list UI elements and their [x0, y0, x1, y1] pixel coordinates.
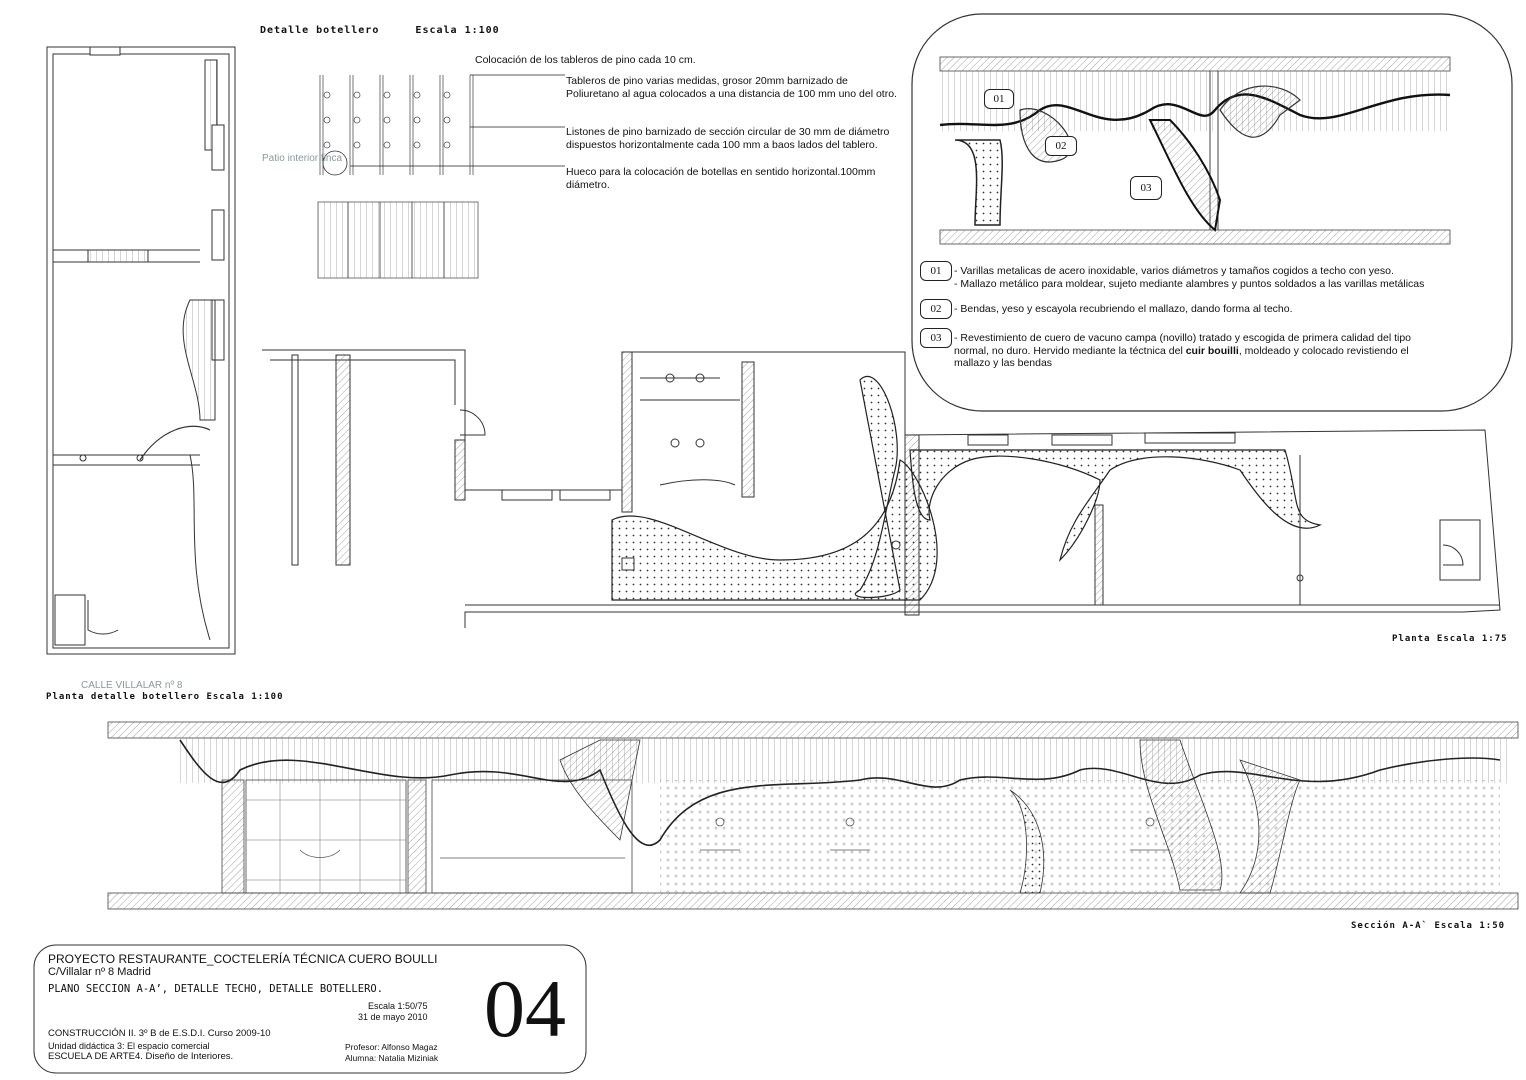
note-listones: Listones de pino barnizado de sección ci…	[566, 126, 890, 151]
construccion-line: CONSTRUCCIÓN II. 3º B de E.S.D.I. Curso …	[48, 1028, 271, 1039]
patio-label: Patio interior finca	[262, 153, 343, 164]
profesor-line: Profesor: Alfonso Magaz	[345, 1042, 438, 1052]
title-block-frame	[33, 944, 587, 1074]
legend-text-01: - Varillas metalicas de acero inoxidable…	[954, 265, 1494, 290]
botellero-leader-lines	[350, 74, 565, 167]
project-title: PROYECTO RESTAURANTE_COCTELERÍA TÉCNICA …	[48, 952, 438, 966]
calle-label: CALLE VILLALAR nº 8	[81, 680, 183, 691]
botellero-scale: Escala 1:100	[415, 25, 500, 36]
seccion-title: Sección A-A` Escala 1:50	[1351, 921, 1506, 931]
alumna-line: Alumna: Natalia Miziniak	[345, 1053, 439, 1063]
section-aa	[107, 721, 1519, 910]
note-hueco: Hueco para la colocación de botellas en …	[566, 166, 876, 191]
escala-value: Escala 1:50/75	[368, 1001, 428, 1011]
legend-code-01: 01	[920, 261, 952, 281]
legend-text-03: - Revestimiento de cuero de vacuno campa…	[954, 332, 1444, 370]
botellero-detail	[317, 74, 565, 279]
fecha-value: 31 de mayo 2010	[358, 1012, 428, 1022]
project-address: C/Villalar nº 8 Madrid	[48, 966, 151, 978]
ceiling-detail-frame	[911, 13, 1513, 412]
ceiling-label-02: 02	[1045, 136, 1077, 156]
plano-title: PLANO SECCION A-A’, DETALLE TECHO, DETAL…	[48, 983, 384, 995]
botellero-elevation	[317, 201, 479, 279]
botellero-header: Detalle botellero Escala 1:100	[260, 25, 500, 36]
ceiling-label-01: 01	[984, 89, 1014, 109]
legend-text-02: - Bendas, yeso y escayola recubriendo el…	[954, 303, 1293, 315]
escuela-line: ESCUELA DE ARTE4. Diseño de Interiores.	[48, 1051, 234, 1062]
legend-text-01b: - Mallazo metálico para moldear, sujeto …	[954, 277, 1425, 290]
main-plan	[262, 349, 1501, 628]
legend-text-03a: - Revestimiento de cuero de vacuno campa…	[954, 332, 1411, 357]
botellero-title: Detalle botellero	[260, 25, 380, 36]
unidad-line: Unidad didáctica 3: El espacio comercial	[48, 1041, 210, 1051]
ceiling-label-03: 03	[1130, 176, 1162, 200]
legend-text-03b: , moldeado y colocado revistiendo el mal…	[954, 344, 1409, 370]
note-tableros: Tableros de pino varias medidas, grosor …	[566, 75, 897, 100]
botellero-plan-rows	[319, 75, 474, 176]
legend-code-02: 02	[920, 299, 952, 319]
planta-title: Planta Escala 1:75	[1392, 634, 1508, 644]
sheet-number: 04	[484, 963, 566, 1054]
legend-text-01a: - Varillas metalicas de acero inoxidable…	[954, 265, 1394, 277]
note-colocacion: Colocación de los tableros de pino cada …	[475, 54, 696, 66]
legend-code-03: 03	[920, 328, 952, 348]
planta-detalle-title: Planta detalle botellero Escala 1:100	[46, 692, 284, 702]
left-plan	[46, 46, 236, 655]
legend-text-03-bold: cuir bouilli	[1185, 344, 1239, 357]
